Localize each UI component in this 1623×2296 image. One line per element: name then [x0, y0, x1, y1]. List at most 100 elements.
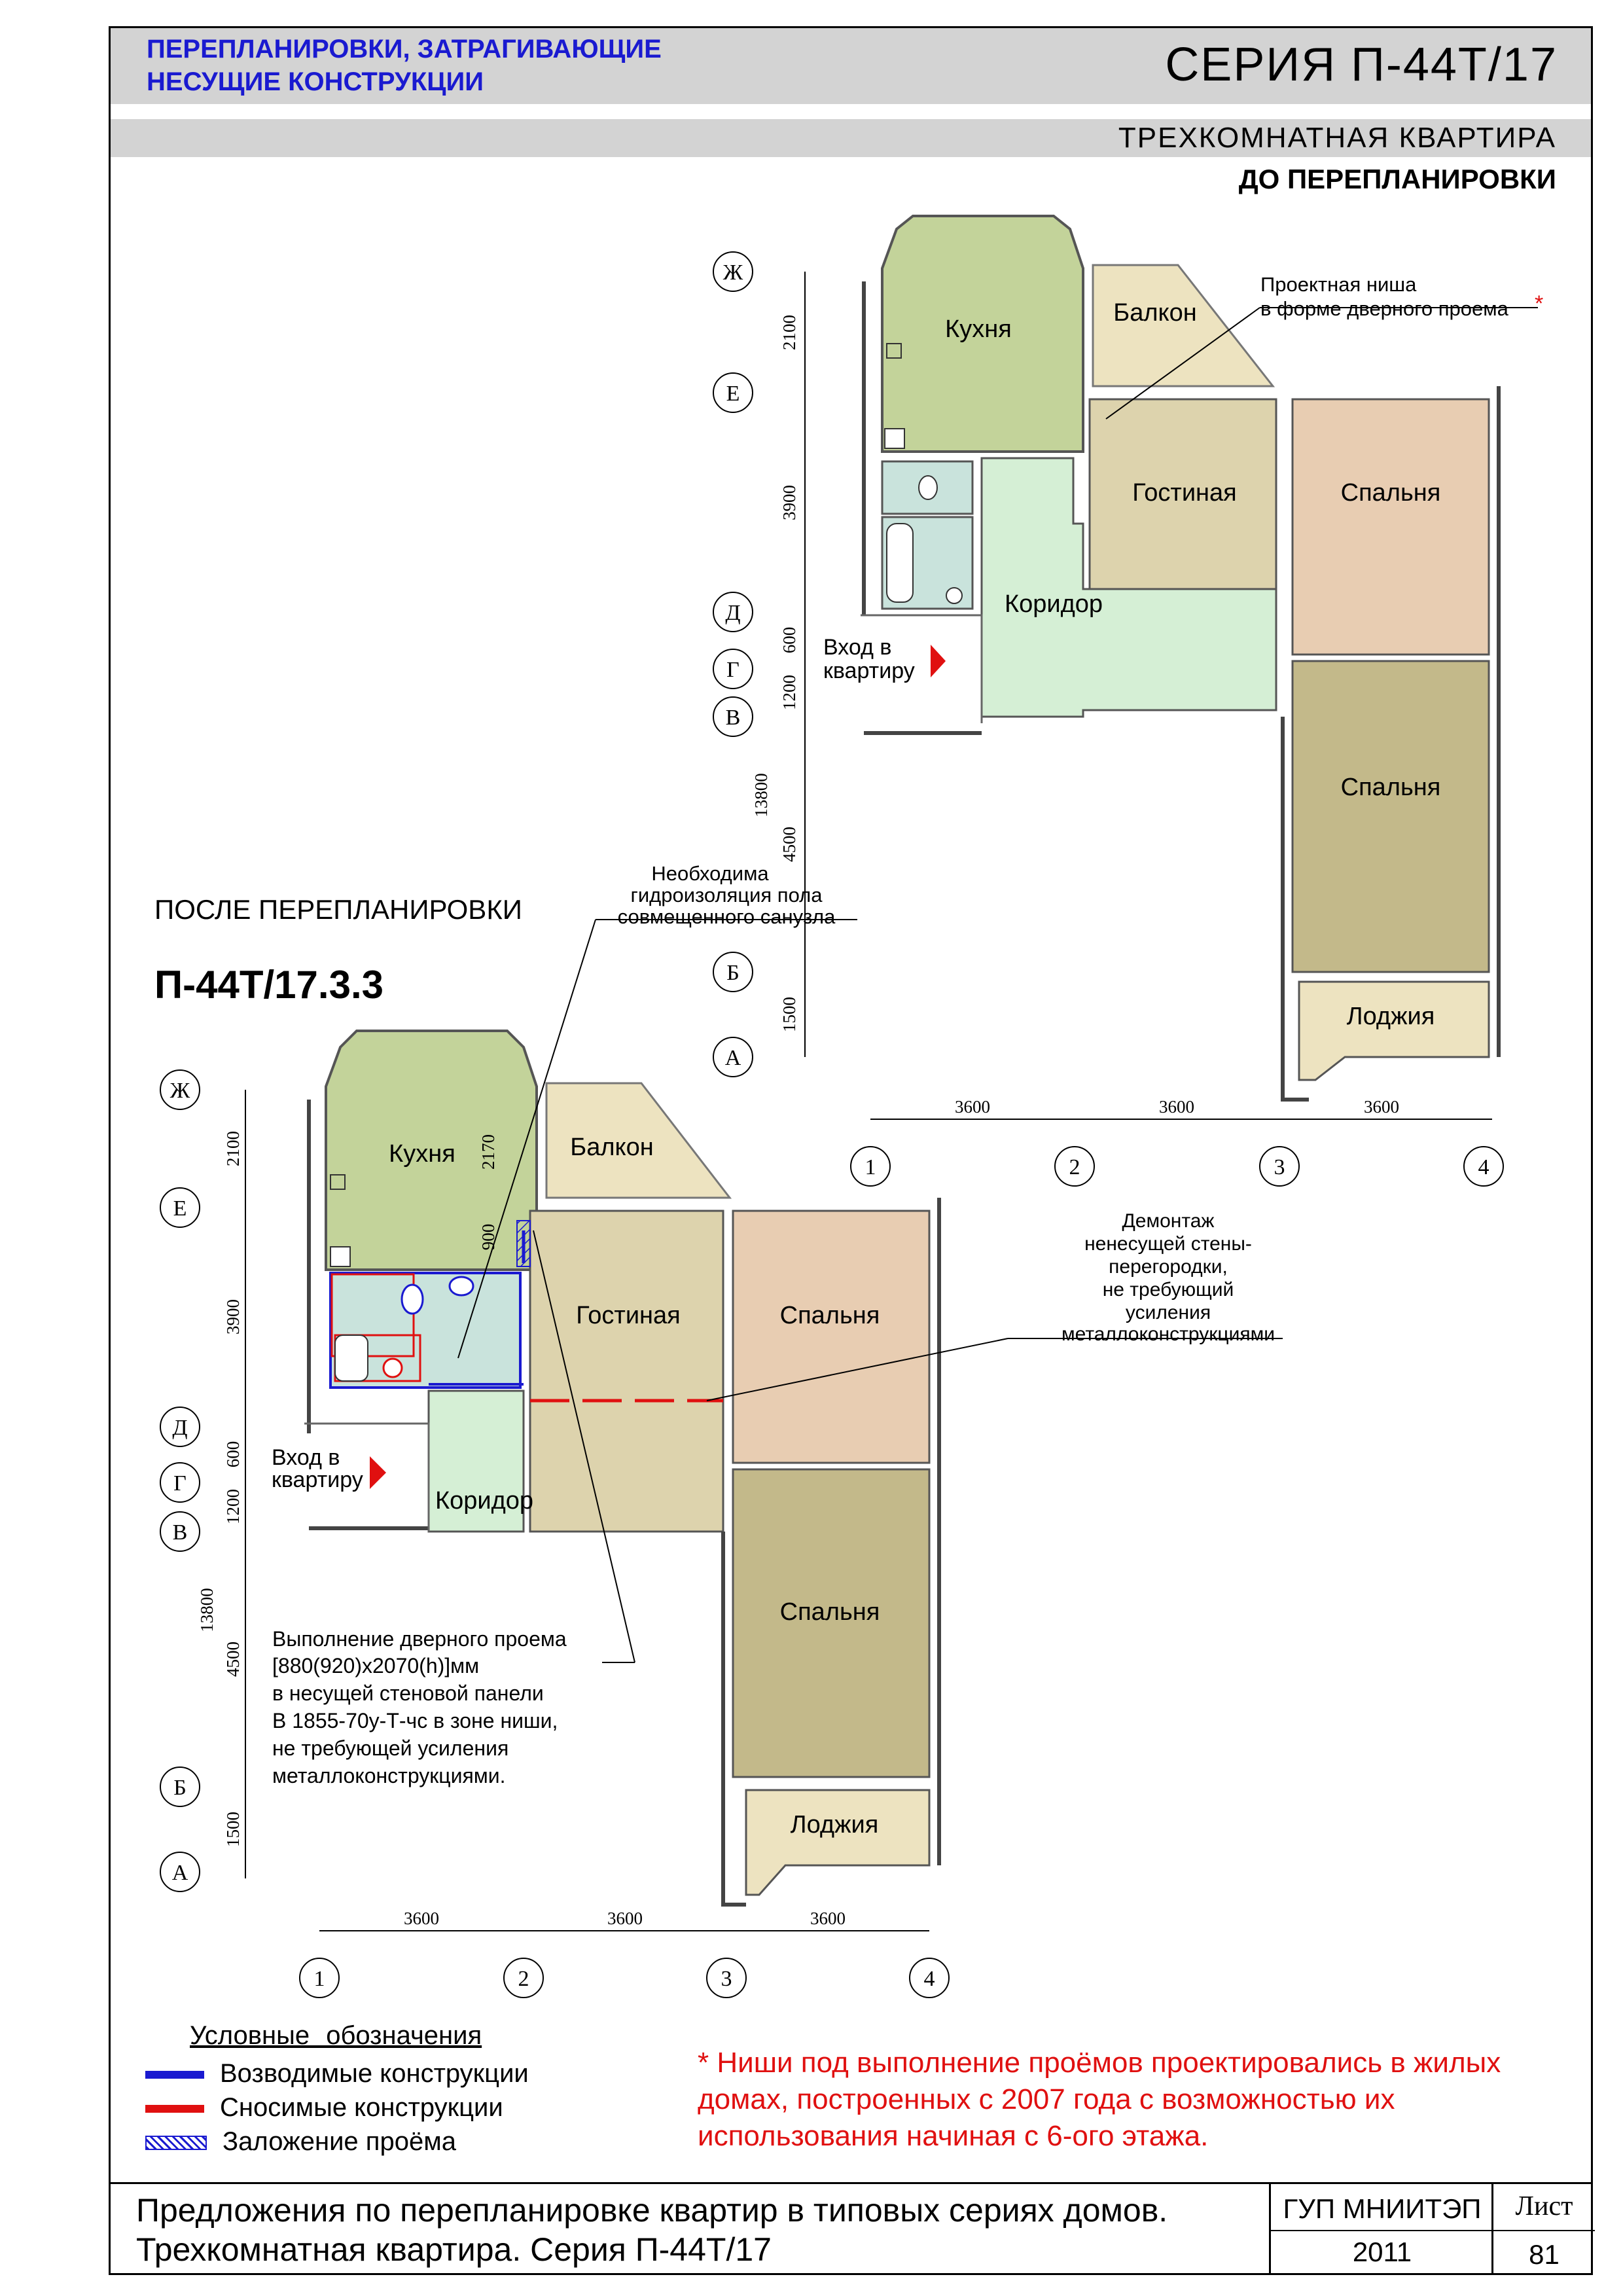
label-corridor-after: Коридор — [435, 1487, 533, 1515]
label-kitchen-after: Кухня — [389, 1140, 455, 1168]
room-balcony — [1092, 264, 1275, 387]
label-balcony-after: Балкон — [570, 1134, 653, 1161]
label-kitchen-before: Кухня — [945, 315, 1012, 343]
dim-col-1-after: 3600 — [404, 1909, 439, 1928]
dim-door-900: 900 — [478, 1224, 498, 1251]
label-corridor-before: Коридор — [1005, 590, 1103, 618]
demolition-note-3: перегородки, — [1109, 1256, 1228, 1278]
demolition-note-2: ненесущей стены- — [1084, 1233, 1252, 1255]
axis-row-v-after: В — [173, 1520, 188, 1545]
axis-row-a-before: А — [725, 1046, 741, 1070]
room-balcony-after — [545, 1082, 732, 1199]
waterproof-note-2: гидроизоляция пола — [631, 884, 823, 906]
dim-1500-after: 1500 — [223, 1812, 243, 1847]
after-label: ПОСЛЕ ПЕРЕПЛАНИРОВКИ — [154, 894, 522, 925]
label-living-after: Гостиная — [576, 1302, 681, 1329]
demolition-note-1: Демонтаж — [1122, 1210, 1214, 1232]
dim-col-2-after: 3600 — [607, 1909, 643, 1928]
axis-row-zh-after: Ж — [170, 1079, 190, 1103]
plan-after — [304, 919, 1283, 1907]
label-loggia-before: Лоджия — [1347, 1003, 1435, 1030]
legend-swatch-red — [145, 2105, 204, 2113]
room-bedroom-2 — [1291, 660, 1490, 973]
entrance-before-line1: Вход в — [823, 635, 891, 660]
room-loggia — [1298, 980, 1490, 1081]
axis-row-d-before: Д — [725, 601, 740, 625]
dim-13800-before: 13800 — [751, 773, 771, 817]
subheader-band — [111, 119, 1591, 157]
axes-after-cols: 1 2 3 4 — [299, 1930, 950, 1998]
room-combined-bath — [329, 1272, 522, 1389]
axis-col-3-before: 3 — [1274, 1155, 1285, 1179]
title-block: Предложения по перепланировке квартир в … — [109, 2182, 1595, 2275]
axis-col-3-after: 3 — [721, 1967, 732, 1991]
entrance-before-line2: квартиру — [823, 658, 915, 683]
dim-col-3-after: 3600 — [810, 1909, 846, 1928]
legend-swatch-blue — [145, 2071, 204, 2079]
axis-col-4-after: 4 — [924, 1967, 935, 1991]
doorway-note-4: В 1855-70у-Т-чс в зоне ниши, — [272, 1709, 558, 1732]
waterproof-note-1: Необходима — [651, 862, 769, 885]
legend-label-demolished: Сносимые конструкции — [220, 2093, 503, 2122]
axes-after-rows: Ж Е Д Г В Б А — [160, 1069, 246, 1892]
apartment-type: ТРЕХКОМНАТНАЯ КВАРТИРА — [1118, 122, 1556, 154]
label-bedroom-after-2: Спальня — [780, 1598, 880, 1626]
axis-row-v-before: В — [726, 706, 741, 730]
axis-row-e-after: Е — [173, 1196, 187, 1221]
dim-col-1-before: 3600 — [955, 1097, 990, 1117]
axis-col-1-before: 1 — [865, 1155, 876, 1179]
legend-item-infill: Заложение проёма — [145, 2127, 456, 2157]
room-loggia-after — [745, 1789, 931, 1896]
waterproof-note-3: совмещенного санузла — [618, 905, 836, 928]
niche-note-line1: Проектная ниша — [1260, 273, 1417, 296]
sheet-label: Лист — [1515, 2191, 1573, 2221]
axis-row-a-after: А — [172, 1861, 188, 1885]
org-cell: ГУП МНИИТЭП 2011 — [1269, 2184, 1493, 2275]
room-living — [1088, 398, 1277, 590]
entrance-arrow-after — [370, 1456, 386, 1489]
dim-4500-after: 4500 — [223, 1641, 243, 1677]
category-line-2: НЕСУЩИЕ КОНСТРУКЦИИ — [147, 67, 484, 96]
dim-3900-after: 3900 — [223, 1299, 243, 1335]
header-band — [111, 28, 1591, 104]
room-kitchen — [881, 215, 1084, 453]
dim-600-after: 600 — [223, 1441, 243, 1468]
doorway-note-6: металлоконструкциями. — [272, 1764, 506, 1787]
doorway-note-3: в несущей стеновой панели — [272, 1681, 544, 1705]
axis-col-1-after: 1 — [314, 1967, 325, 1991]
dim-4500-before: 4500 — [779, 827, 799, 862]
dim-3900-before: 3900 — [779, 485, 799, 520]
dim-kitchen-2170: 2170 — [478, 1134, 498, 1170]
category-title: ПЕРЕПЛАНИРОВКИ, ЗАТРАГИВАЮЩИЕ НЕСУЩИЕ КО… — [147, 33, 662, 98]
legend-title: Условные обозначения — [190, 2021, 482, 2050]
niche-note-line2: в форме дверного проема — [1260, 297, 1509, 320]
doorway-note-5: не требующей усиления — [272, 1736, 508, 1760]
demolition-note-5: усиления — [1126, 1302, 1211, 1323]
sheet-number: 81 — [1529, 2239, 1560, 2270]
label-balcony-before: Балкон — [1113, 299, 1196, 327]
org-name: ГУП МНИИТЭП — [1283, 2193, 1482, 2224]
axis-row-e-before: Е — [726, 382, 740, 406]
year: 2011 — [1352, 2236, 1412, 2267]
sheet-cell: Лист 81 — [1491, 2184, 1595, 2275]
axis-row-g-after: Г — [173, 1471, 187, 1496]
dim-2100-before: 2100 — [779, 315, 799, 350]
doorway-fill — [516, 1220, 531, 1267]
dim-1200-after: 1200 — [223, 1489, 243, 1524]
legend-item-new: Возводимые конструкции — [145, 2059, 529, 2089]
niche-note-star: * — [1535, 291, 1543, 316]
axis-col-4-before: 4 — [1478, 1155, 1489, 1179]
entrance-after-line2: квартиру — [272, 1467, 363, 1492]
plan-before — [861, 215, 1538, 1102]
entrance-arrow — [931, 645, 946, 677]
dim-13800-after: 13800 — [197, 1588, 217, 1632]
axis-row-b-after: Б — [173, 1776, 187, 1800]
demolition-note-4: не требующий — [1103, 1279, 1234, 1300]
axis-row-zh-before: Ж — [723, 260, 743, 285]
axis-row-g-before: Г — [726, 658, 740, 682]
title-line-2: Трехкомнатная квартира. Серия П-44Т/17 — [136, 2231, 772, 2268]
dim-1500-before: 1500 — [779, 997, 799, 1032]
doorway-note-1: Выполнение дверного проема — [272, 1627, 567, 1651]
label-bedroom-before-2: Спальня — [1341, 774, 1441, 801]
dim-col-2-before: 3600 — [1159, 1097, 1194, 1117]
